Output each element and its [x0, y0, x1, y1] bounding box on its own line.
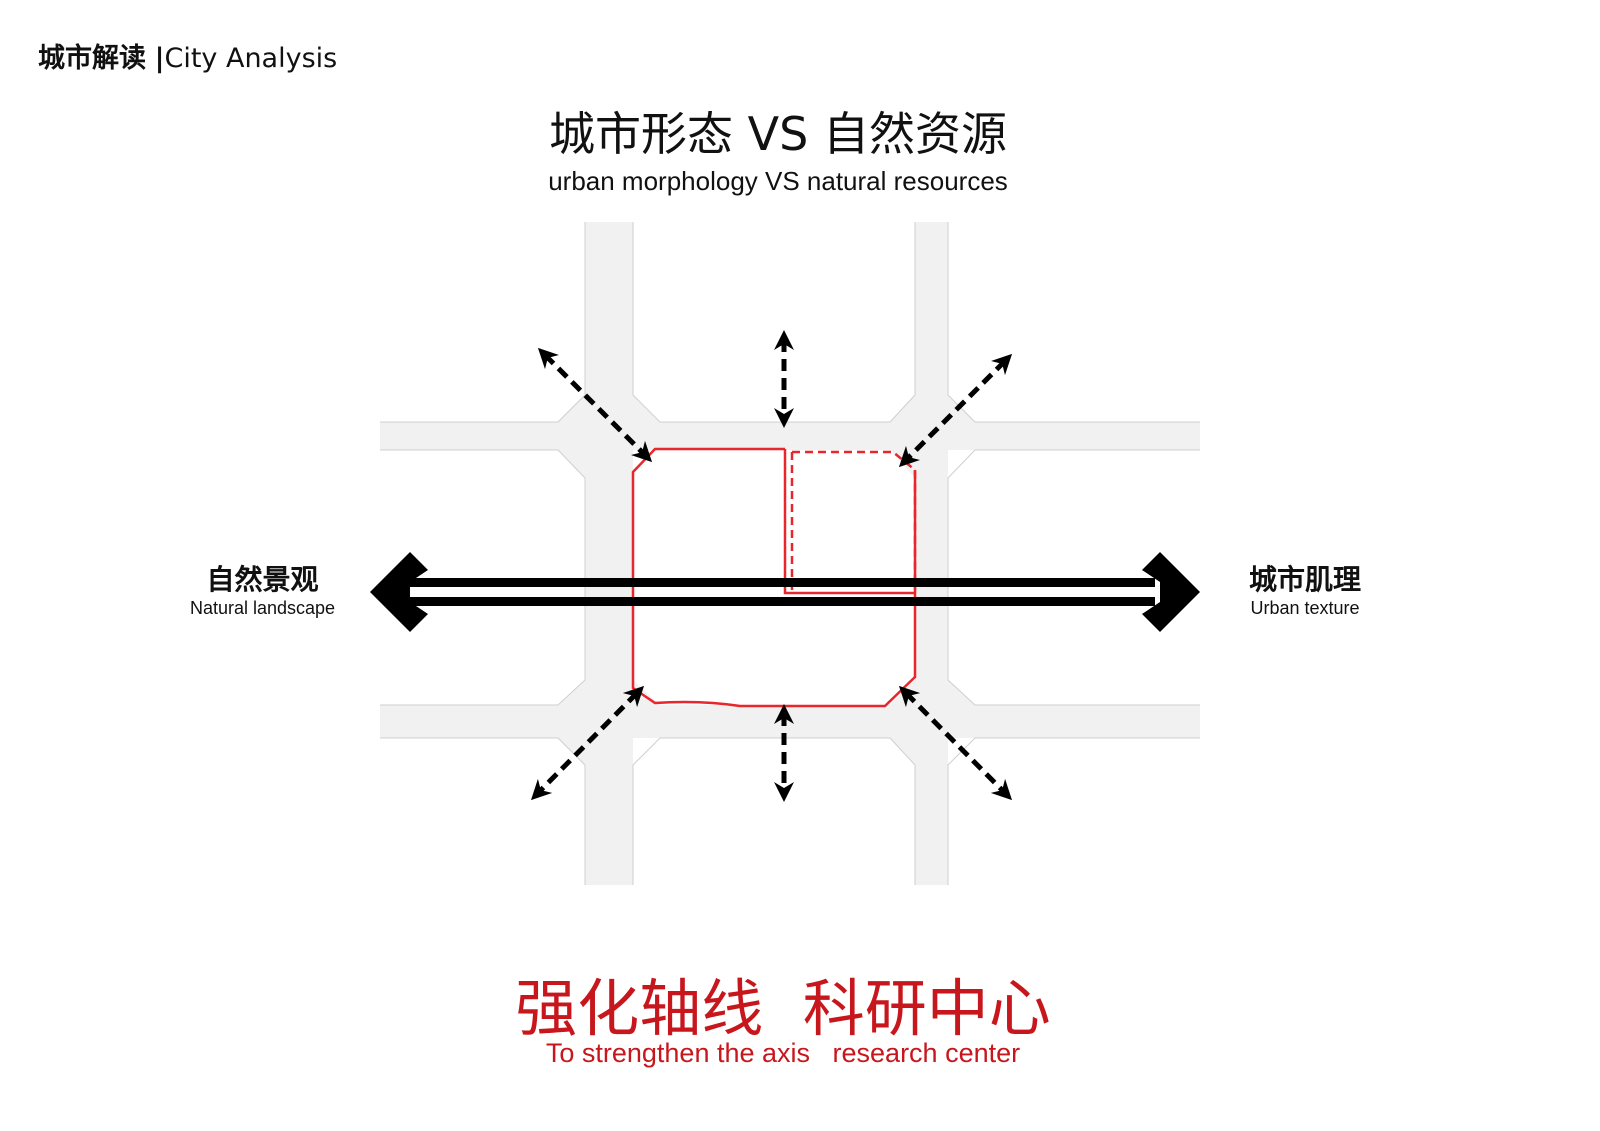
- research-site: [631, 447, 917, 708]
- diagram-subtitle: urban morphology VS natural resources: [548, 166, 1008, 196]
- conclusion-cn: 强化轴线 科研中心: [515, 972, 1051, 1045]
- header-cn: 城市解读: [38, 43, 146, 74]
- urban-texture-cn: 城市肌理: [1248, 563, 1361, 596]
- radiating-arrows: [530, 330, 1013, 802]
- urban-texture-label: 城市肌理 Urban texture: [1210, 558, 1400, 619]
- conclusion-en: To strengthen the axis research center: [545, 1038, 1021, 1068]
- page-header: 城市解读 |City Analysis: [38, 36, 337, 75]
- urban-texture-en: Urban texture: [1250, 598, 1360, 618]
- natural-landscape-cn: 自然景观: [206, 563, 319, 596]
- header-separator: |: [154, 43, 165, 74]
- natural-landscape-en: Natural landscape: [189, 598, 336, 618]
- diagram-title: 城市形态 VS 自然资源: [549, 107, 1007, 161]
- main-axis-arrow: [370, 552, 1200, 632]
- natural-landscape-label: 自然景观 Natural landscape: [160, 558, 365, 619]
- header-en: City Analysis: [164, 43, 338, 74]
- road-network: [380, 222, 1200, 885]
